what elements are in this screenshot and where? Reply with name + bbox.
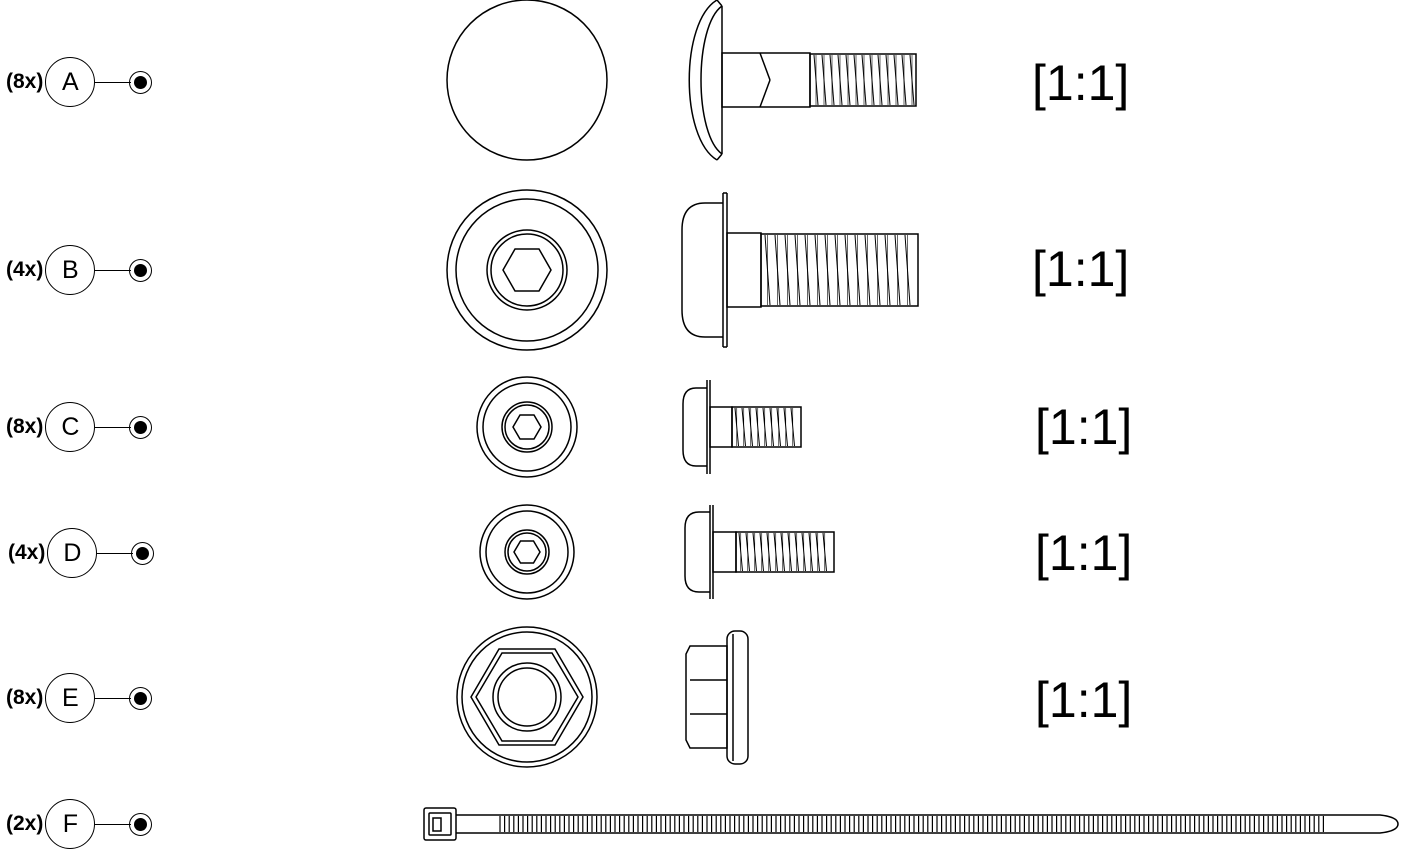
part-letter-circle: E — [45, 673, 96, 723]
part-label-f: (2x) F — [6, 799, 153, 849]
part-a-side-view — [688, 0, 917, 161]
scale-label-b: [1:1] — [1032, 241, 1130, 297]
part-letter-circle: A — [45, 57, 96, 107]
part-quantity: (4x) — [6, 258, 44, 281]
scale-label-d: [1:1] — [1035, 525, 1133, 581]
part-label-d: (4x) D — [8, 528, 155, 578]
part-letter-circle: B — [45, 245, 96, 295]
part-e-top-view — [456, 626, 598, 768]
part-label-c: (8x) C — [6, 402, 153, 452]
scale-label-e: [1:1] — [1035, 672, 1133, 728]
leader-line — [95, 823, 132, 825]
part-letter-circle: C — [45, 402, 96, 452]
bullseye-icon — [129, 415, 153, 439]
scale-label-c: [1:1] — [1035, 399, 1133, 455]
part-c-side-view — [682, 380, 802, 474]
part-quantity: (4x) — [8, 541, 46, 564]
part-b-side-view — [681, 192, 919, 348]
part-quantity: (8x) — [6, 415, 44, 438]
bullseye-icon — [131, 541, 155, 565]
part-d-top-view — [479, 504, 575, 600]
bullseye-icon — [129, 812, 153, 836]
leader-line — [95, 81, 132, 83]
leader-line — [97, 552, 134, 554]
part-f-cable-tie — [423, 807, 1399, 841]
part-e-side-view — [685, 630, 749, 765]
part-quantity: (8x) — [6, 686, 44, 709]
leader-line — [95, 426, 132, 428]
part-quantity: (2x) — [6, 812, 44, 835]
part-letter-circle: D — [47, 528, 98, 578]
leader-line — [95, 697, 132, 699]
bullseye-icon — [129, 70, 153, 94]
part-quantity: (8x) — [6, 70, 44, 93]
bullseye-icon — [129, 258, 153, 282]
leader-line — [95, 269, 132, 271]
bullseye-icon — [129, 686, 153, 710]
part-label-e: (8x) E — [6, 673, 153, 723]
part-label-a: (8x) A — [6, 57, 153, 107]
part-b-top-view — [446, 189, 608, 351]
part-c-top-view — [476, 376, 578, 478]
part-d-side-view — [684, 505, 835, 599]
part-a-top-view — [446, 0, 608, 161]
part-label-b: (4x) B — [6, 245, 153, 295]
scale-label-a: [1:1] — [1032, 55, 1130, 111]
